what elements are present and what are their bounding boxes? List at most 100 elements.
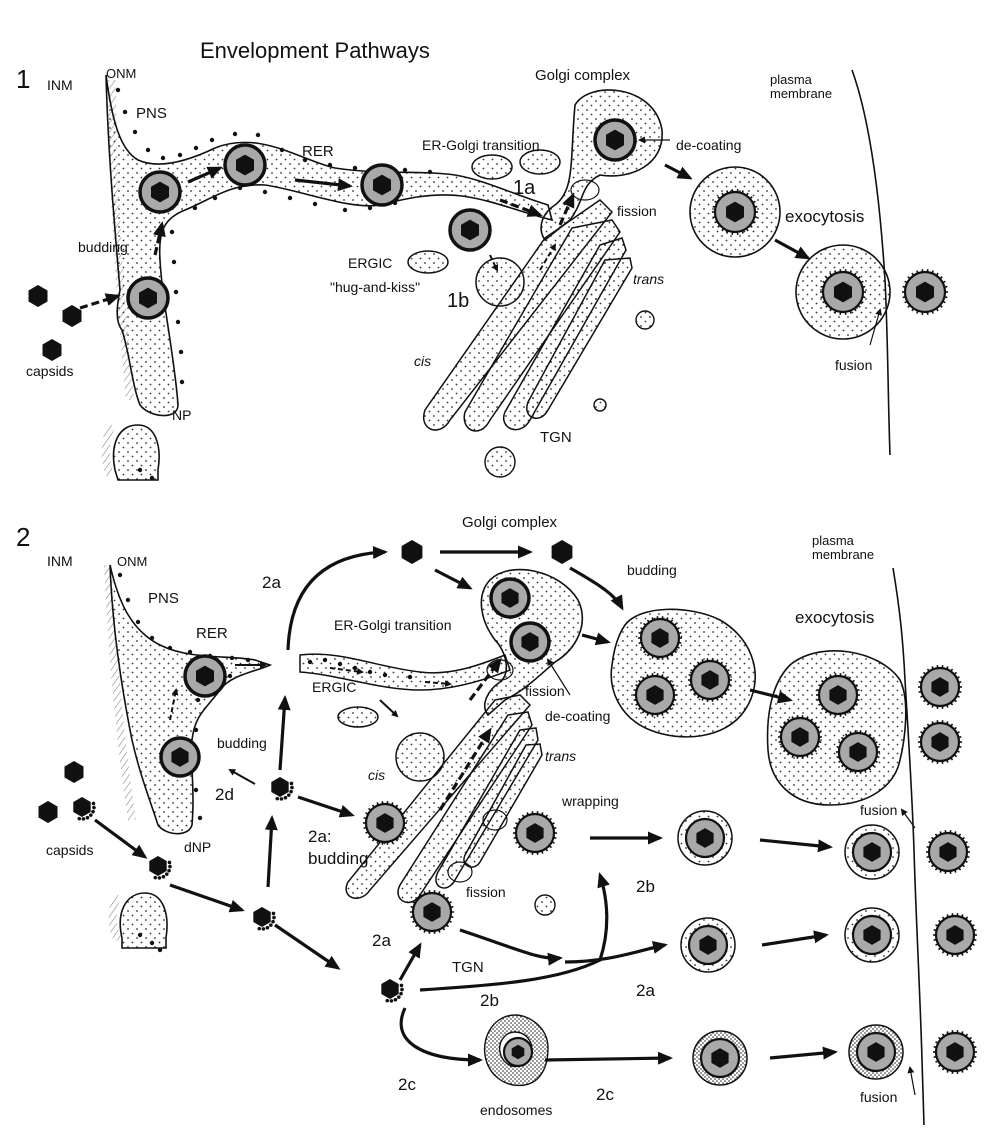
perinuclear-space bbox=[109, 564, 273, 835]
pathway-arrow bbox=[459, 928, 563, 966]
capsid-core-icon bbox=[271, 777, 289, 797]
pathway-arrows bbox=[79, 136, 882, 346]
capsid-core-icon bbox=[149, 856, 167, 876]
label-fission: fission bbox=[617, 203, 657, 219]
tegumented-capsid-icon bbox=[381, 979, 404, 1003]
pathway-arrow bbox=[424, 680, 452, 688]
capsid-core-icon bbox=[863, 925, 881, 945]
capsid-core-icon bbox=[863, 842, 881, 862]
fusing-vesicle-virion-icon bbox=[844, 907, 900, 963]
released-virion-icon bbox=[918, 665, 962, 709]
label-endosomes: endosomes bbox=[480, 1102, 552, 1118]
capsid-core-icon bbox=[651, 628, 669, 648]
label-exocytosis: exocytosis bbox=[795, 608, 874, 627]
virions bbox=[38, 540, 977, 1086]
capsid-core-icon bbox=[171, 747, 189, 767]
label-capsids: capsids bbox=[26, 363, 73, 379]
label-pathway-2c-right: 2c bbox=[596, 1085, 614, 1104]
nuclear-pore-hatch bbox=[108, 893, 122, 943]
panel-1-number: 1 bbox=[16, 64, 30, 94]
callout-arrow bbox=[907, 1066, 916, 1096]
label-rer: RER bbox=[302, 143, 334, 160]
plasma-membrane bbox=[851, 69, 891, 456]
pathway-arrow bbox=[489, 254, 499, 272]
pathway-arrow bbox=[169, 688, 179, 721]
endosome-virion-icon bbox=[502, 1036, 534, 1068]
pathway-arrow bbox=[264, 815, 278, 888]
label-trans: trans bbox=[633, 271, 664, 287]
capsid-core-icon bbox=[236, 154, 254, 176]
capsid-core-icon bbox=[253, 907, 271, 927]
capsid-core-icon bbox=[461, 219, 479, 241]
golgi-budding-virion-icon bbox=[363, 801, 407, 845]
released-virion-icon bbox=[902, 269, 948, 315]
golgi-cisterna bbox=[463, 743, 543, 868]
ergic-vesicle bbox=[395, 732, 445, 782]
label-pathway-1b: 1b bbox=[447, 290, 469, 312]
pathway-arrow bbox=[434, 568, 473, 590]
virions bbox=[28, 118, 948, 361]
pathway-arrow bbox=[499, 198, 543, 217]
pathway-arrow bbox=[664, 163, 693, 180]
label-plasma-membrane-line-1: plasma bbox=[812, 533, 855, 548]
label-hug-and-kiss: "hug-and-kiss" bbox=[330, 279, 420, 295]
ergic-vesicle bbox=[471, 154, 513, 180]
callout-arrow bbox=[546, 658, 571, 696]
plasma-membrane bbox=[892, 567, 925, 1126]
capsid-core-icon bbox=[196, 665, 214, 687]
panel-1 bbox=[28, 69, 948, 481]
ergic-vesicle bbox=[407, 250, 449, 274]
enveloped-virion-icon bbox=[816, 673, 860, 717]
capsid-icon bbox=[401, 540, 423, 564]
callout-arrow bbox=[900, 808, 916, 829]
label-pathway-2a-low: 2a bbox=[372, 931, 391, 950]
label-onm: ONM bbox=[106, 66, 136, 81]
capsid-icon bbox=[64, 761, 84, 783]
label-pathway-1a: 1a bbox=[513, 177, 536, 199]
tegumented-capsid-icon bbox=[73, 797, 96, 821]
capsid-core-icon bbox=[699, 935, 717, 955]
label-fusion: fusion bbox=[835, 357, 872, 373]
callout-arrow bbox=[869, 308, 882, 346]
capsid-core-icon bbox=[711, 1048, 729, 1068]
label-plasma-membrane-line-1: plasma bbox=[770, 72, 813, 87]
label-golgi-complex: Golgi complex bbox=[535, 67, 631, 84]
enveloped-virion-icon bbox=[183, 654, 227, 698]
capsid-core-icon bbox=[511, 1044, 525, 1060]
capsid-core-icon bbox=[939, 842, 957, 862]
label-fission-low: fission bbox=[466, 884, 506, 900]
capsid-core-icon bbox=[726, 201, 744, 223]
capsid-icon bbox=[551, 540, 573, 564]
pathway-arrow bbox=[539, 243, 557, 271]
enveloped-virion-icon bbox=[633, 673, 677, 717]
panel-2 bbox=[38, 540, 977, 1126]
label-de-coating: de-coating bbox=[545, 708, 610, 724]
capsid-core-icon bbox=[526, 823, 544, 843]
label-trans: trans bbox=[545, 748, 576, 764]
nuclear-pore-hatch bbox=[101, 423, 116, 477]
released-virion-icon bbox=[933, 1030, 977, 1074]
tgn-vesicle bbox=[635, 310, 655, 330]
pathway-arrow bbox=[94, 818, 148, 859]
exocytosed-virion-icon bbox=[820, 269, 866, 315]
label-pns: PNS bbox=[148, 590, 179, 607]
label-budding: budding bbox=[78, 239, 128, 255]
label-pathway-2b-right: 2b bbox=[636, 877, 655, 896]
tgn-vesicle bbox=[593, 398, 607, 412]
capsid-core-icon bbox=[381, 979, 399, 999]
label-pns: PNS bbox=[136, 105, 167, 122]
tgn-budding-virion-icon bbox=[410, 890, 454, 934]
pathway-arrow bbox=[769, 1046, 838, 1060]
label-inm: INM bbox=[47, 553, 73, 569]
fusing-vesicle-virion-icon bbox=[844, 824, 900, 880]
pathway-arrow bbox=[774, 238, 811, 260]
golgi-virion-icon bbox=[509, 621, 551, 663]
label-2a-budding-line-1: 2a: bbox=[308, 827, 332, 846]
budding-virion-icon bbox=[126, 276, 170, 320]
pathway-arrow bbox=[761, 930, 829, 947]
label-dnp: dNP bbox=[184, 839, 211, 855]
pathway-arrow bbox=[169, 883, 245, 913]
pathway-arrow bbox=[286, 546, 388, 651]
pathway-arrow bbox=[79, 293, 121, 310]
capsid-core-icon bbox=[867, 1042, 885, 1062]
